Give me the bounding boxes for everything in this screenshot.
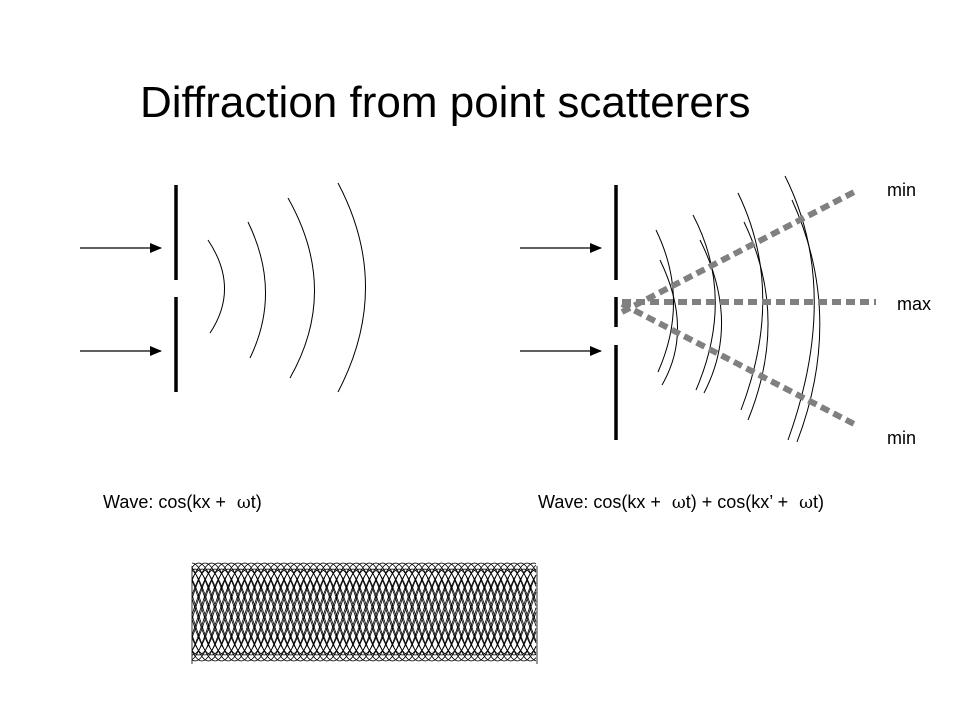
- wave-curve: [191, 562, 537, 656]
- wavefront-lower-4: [791, 199, 821, 443]
- label-min-bottom: min: [887, 428, 917, 448]
- left-panel: [80, 182, 366, 393]
- caption-right-part1: Wave: cos(kx +: [538, 492, 666, 512]
- label-max: max: [897, 294, 932, 314]
- caption-right: Wave: cos(kx + ωt) + cos(kx’ + ωt): [538, 492, 824, 513]
- wave-curve: [191, 568, 537, 662]
- caption-right-part3: t): [812, 492, 824, 512]
- wave-curve: [191, 562, 537, 656]
- wavefront-1: [207, 239, 225, 334]
- wave-curve: [191, 568, 537, 662]
- wave-curve: [191, 562, 537, 656]
- caption-left-prefix: Wave: cos(kx +: [103, 492, 231, 512]
- wave-curve: [191, 562, 537, 656]
- wavefront-upper-3: [737, 192, 764, 411]
- wave-curve: [191, 568, 537, 662]
- wave-curve: [191, 562, 537, 656]
- wave-curve: [191, 568, 537, 662]
- wavefront-lower-1: [659, 259, 678, 386]
- wavefront-upper-2: [692, 214, 716, 391]
- wavefront-upper-4: [784, 175, 815, 441]
- wave-curve: [191, 562, 537, 656]
- caption-left-suffix: t): [250, 492, 262, 512]
- wave-curve: [191, 568, 537, 662]
- wavefront-lower-2: [699, 239, 723, 394]
- superposed-waves: [191, 562, 538, 664]
- wave-curve: [191, 562, 537, 656]
- slide-title: Diffraction from point scatterers: [140, 78, 751, 127]
- wavefront-4: [337, 182, 366, 393]
- wave-curve: [191, 562, 537, 656]
- wavefront-2: [247, 221, 266, 359]
- omega-symbol: ω: [799, 493, 813, 513]
- wave-curve: [191, 568, 537, 662]
- wave-curve: [191, 562, 537, 656]
- wave-curve: [191, 562, 537, 656]
- wave-curve: [191, 562, 537, 656]
- wavefront-3: [287, 197, 315, 379]
- caption-right-part2: t) + cos(kx’ +: [685, 492, 794, 512]
- label-min-top: min: [887, 180, 917, 200]
- wave-curve: [191, 568, 537, 662]
- caption-left: Wave: cos(kx + ωt): [103, 492, 262, 513]
- omega-symbol: ω: [236, 493, 251, 513]
- wave-curve: [191, 562, 537, 656]
- wave-curve: [191, 562, 537, 656]
- omega-symbol: ω: [671, 493, 686, 513]
- direction-min-upper: [620, 187, 860, 315]
- wave-curve: [191, 568, 537, 662]
- wavefront-upper-1: [655, 229, 674, 373]
- direction-min-lower: [620, 301, 858, 428]
- right-panel: [520, 175, 876, 443]
- wave-curve: [191, 562, 537, 656]
